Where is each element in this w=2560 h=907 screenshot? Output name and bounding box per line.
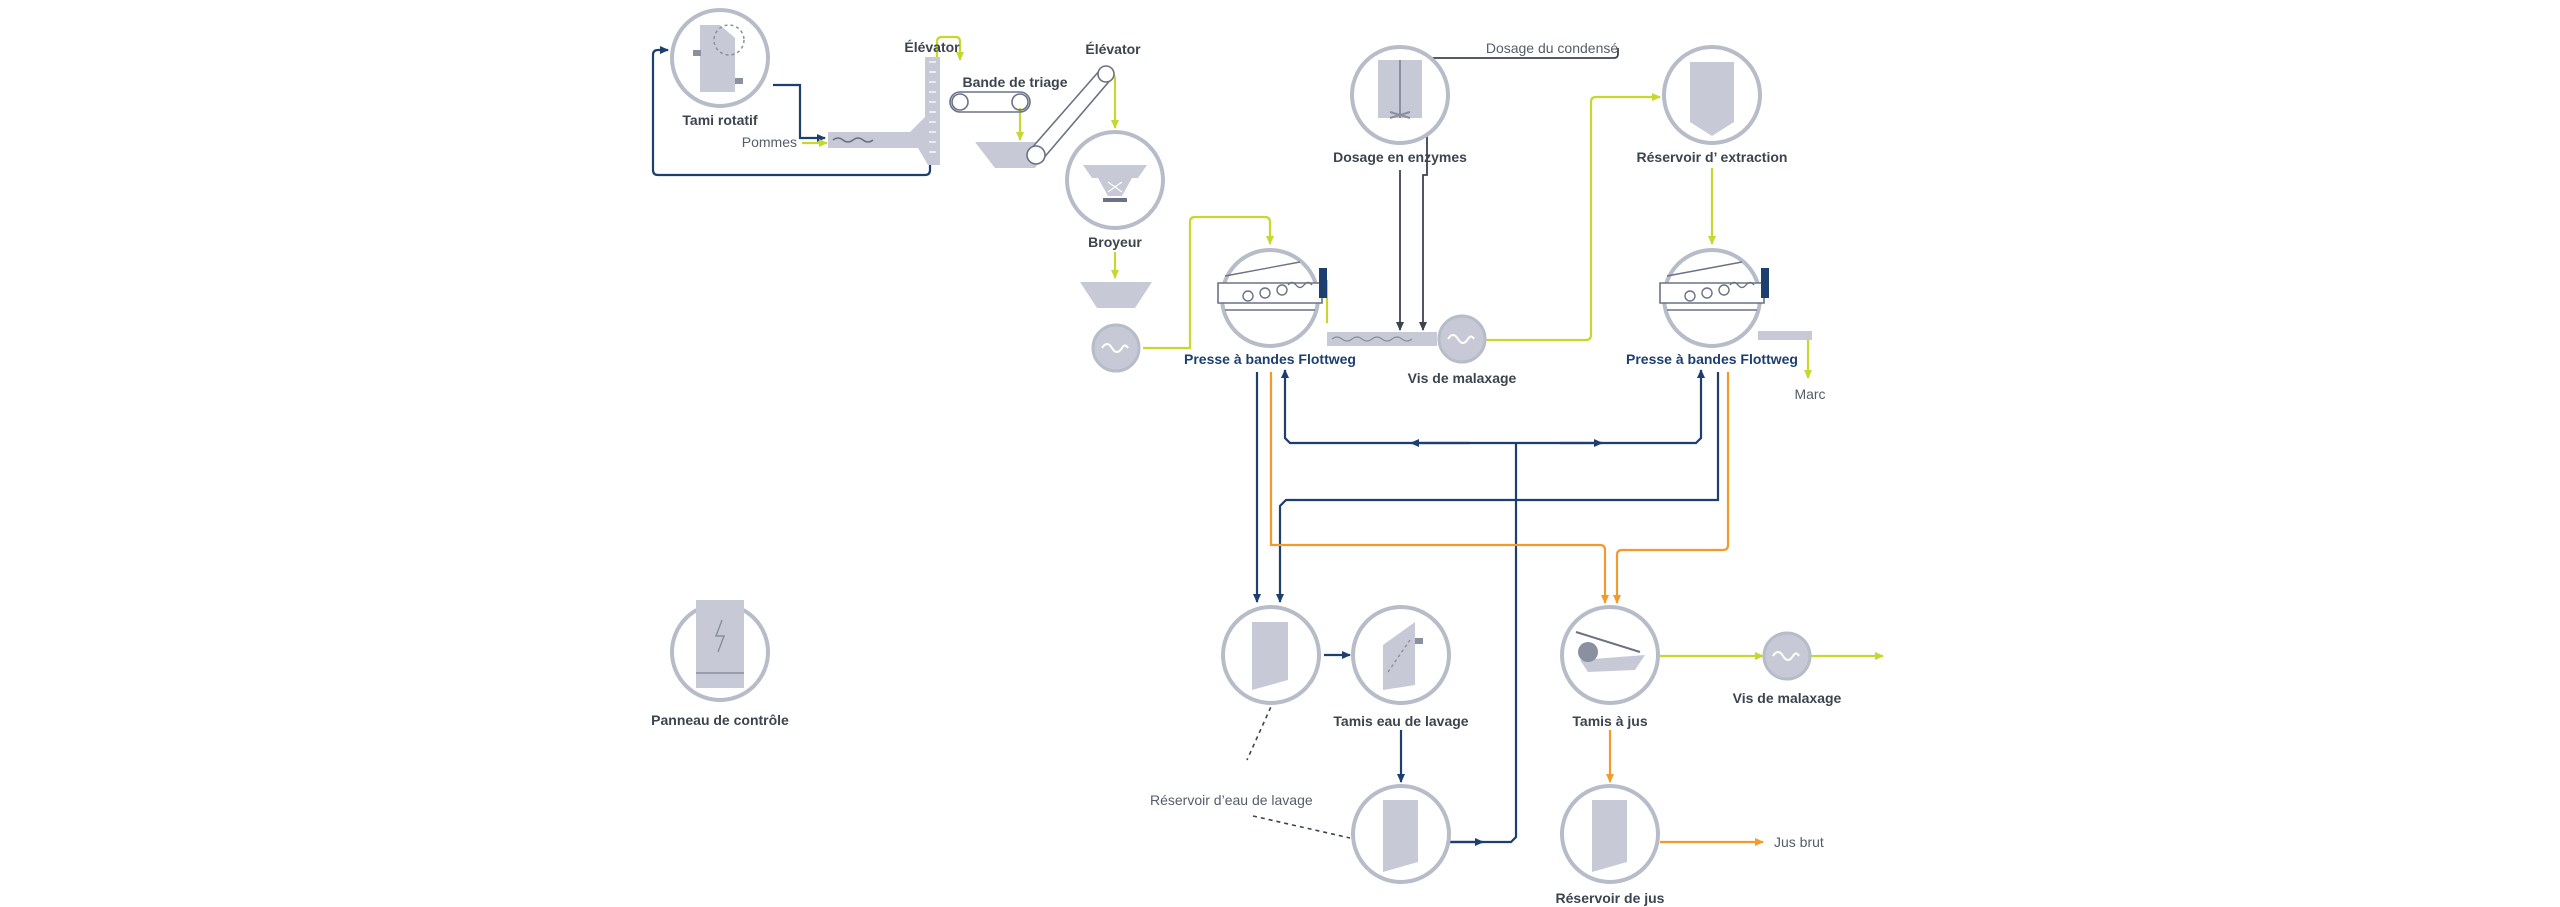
reservoir-eau-unit bbox=[1351, 784, 1451, 884]
leader-reservoir-eau-bottom bbox=[1252, 815, 1351, 839]
water-tank-icon bbox=[1383, 800, 1418, 872]
mash-hopper-icon bbox=[1080, 282, 1152, 308]
label-presse-right: Presse à bandes Flottweg bbox=[1626, 351, 1798, 367]
hopper-elevator-2 bbox=[975, 65, 1115, 168]
sieve-tank-icon bbox=[1252, 622, 1288, 690]
flow-recirculation-loop bbox=[651, 46, 932, 177]
juice-sieve-icon bbox=[1580, 655, 1645, 672]
label-panneau-controle: Panneau de contrôle bbox=[651, 712, 789, 728]
label-elevator-1: Élévator bbox=[904, 39, 960, 55]
flow-presse-right-to-tamis-eau bbox=[1276, 372, 1720, 603]
label-bande-de-triage: Bande de triage bbox=[962, 74, 1067, 90]
label-tami-rotatif: Tami rotatif bbox=[682, 112, 758, 128]
flow-condense-dosing bbox=[1419, 48, 1619, 331]
dosage-enzymes-unit bbox=[1350, 45, 1450, 145]
sorting-belt-unit bbox=[949, 91, 1031, 113]
label-presse-left: Presse à bandes Flottweg bbox=[1184, 351, 1356, 367]
presse-left-unit bbox=[1217, 248, 1327, 348]
flow-return-riser bbox=[1450, 443, 1518, 844]
mixing-screw-icon-2 bbox=[1762, 631, 1812, 681]
vis-malaxage-top-unit bbox=[1327, 314, 1487, 364]
presse-right-unit bbox=[1659, 248, 1812, 348]
broyeur-unit bbox=[1065, 130, 1165, 230]
label-broyeur: Broyeur bbox=[1088, 234, 1142, 250]
label-reservoir-eau: Réservoir d’eau de lavage bbox=[1150, 792, 1313, 808]
label-jus-brut: Jus brut bbox=[1774, 834, 1824, 850]
vis-malaxage-bottom-unit bbox=[1762, 631, 1812, 681]
label-elevator-2: Élévator bbox=[1085, 41, 1141, 57]
label-dosage-condense: Dosage du condensé bbox=[1486, 40, 1619, 56]
pomace-conveyor bbox=[1758, 331, 1812, 340]
rotary-sieve-icon bbox=[700, 25, 735, 92]
flow-tami-to-conveyor bbox=[773, 83, 826, 142]
tamis-eau-unit bbox=[1351, 605, 1451, 705]
label-dosage-enzymes: Dosage en enzymes bbox=[1333, 149, 1467, 165]
leader-reservoir-eau-top bbox=[1246, 699, 1275, 761]
tami-rotatif-unit bbox=[670, 8, 770, 108]
juice-tank-icon bbox=[1592, 800, 1627, 872]
flow-vis-to-extraction bbox=[1486, 93, 1661, 342]
flow-header-to-presse-left bbox=[1281, 369, 1516, 445]
press-motor-icon bbox=[1319, 268, 1327, 298]
conveyor-elevator-1 bbox=[828, 57, 940, 165]
panneau-controle-unit bbox=[670, 600, 770, 702]
flow-juice-presse-left bbox=[1269, 372, 1609, 604]
mill-icon bbox=[1083, 165, 1147, 178]
flow-pump-to-presse-left bbox=[1143, 215, 1274, 350]
tamis-1-unit bbox=[1221, 605, 1321, 705]
pump-icon bbox=[1091, 323, 1141, 373]
label-tamis-jus: Tamis à jus bbox=[1572, 713, 1647, 729]
pump-hopper-1 bbox=[1080, 282, 1152, 373]
label-vis-malaxage-bottom: Vis de malaxage bbox=[1733, 690, 1842, 706]
mixing-screw-icon bbox=[1437, 314, 1487, 364]
press-motor-icon-2 bbox=[1761, 268, 1769, 298]
flow-header-to-presse-right bbox=[1516, 369, 1705, 445]
label-reservoir-jus: Réservoir de jus bbox=[1556, 890, 1665, 906]
label-pommes: Pommes bbox=[742, 134, 797, 150]
extraction-tank-icon bbox=[1690, 62, 1734, 136]
label-tamis-eau: Tamis eau de lavage bbox=[1333, 713, 1468, 729]
label-vis-malaxage-top: Vis de malaxage bbox=[1408, 370, 1517, 386]
control-panel-icon bbox=[696, 600, 744, 688]
sorting-belt-icon bbox=[949, 91, 1031, 113]
elevator-1-icon bbox=[910, 57, 940, 165]
reservoir-jus-unit bbox=[1560, 784, 1660, 884]
tamis-jus-unit bbox=[1560, 605, 1660, 705]
flow-elevator1-to-belt bbox=[935, 35, 964, 61]
reservoir-extraction-unit bbox=[1662, 45, 1762, 145]
flow-juice-presse-right bbox=[1613, 372, 1730, 604]
label-marc: Marc bbox=[1794, 386, 1825, 402]
label-reservoir-extraction: Réservoir d’ extraction bbox=[1637, 149, 1788, 165]
